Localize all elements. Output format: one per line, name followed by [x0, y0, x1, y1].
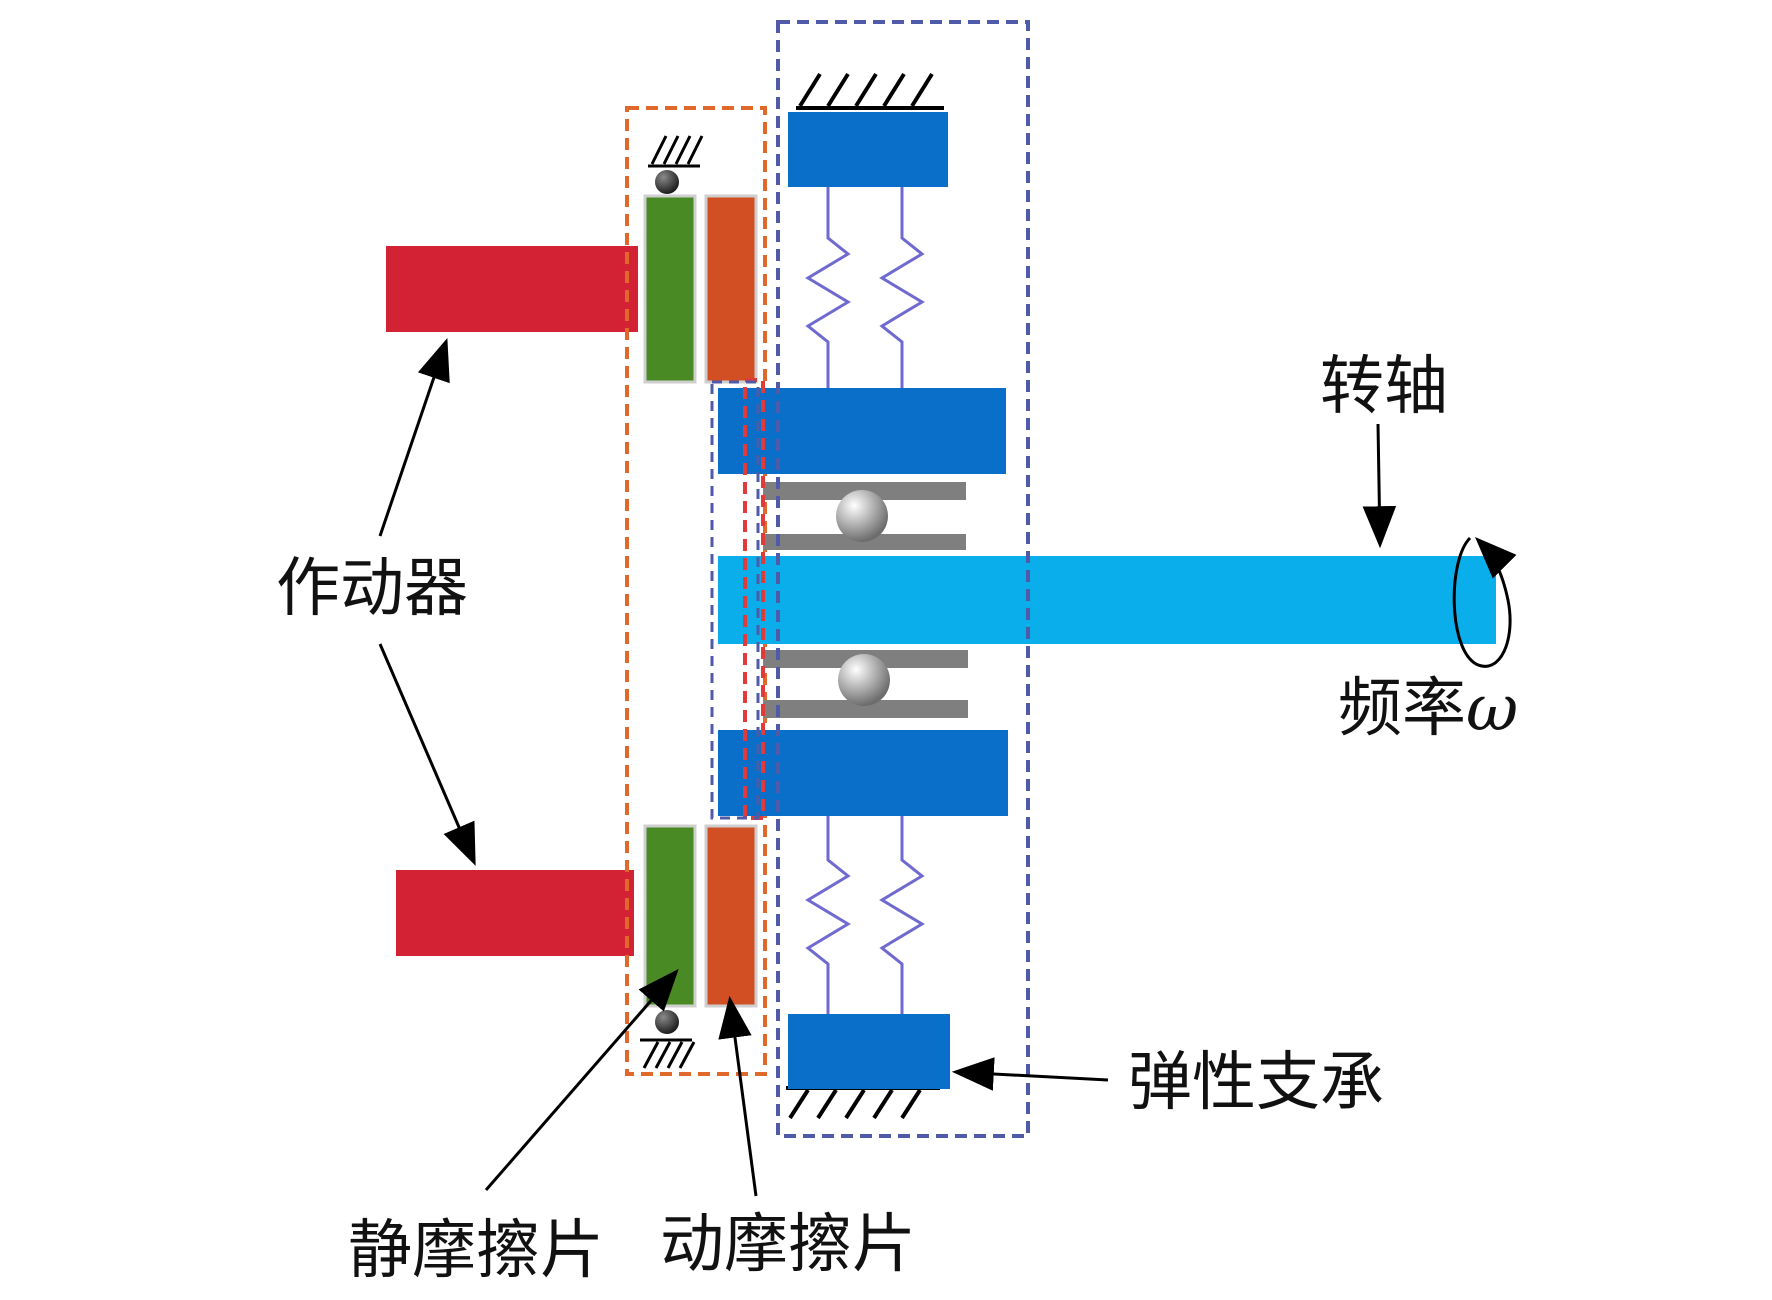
- bearing-ball-bottom: [838, 654, 890, 706]
- rotor-region-box: [710, 380, 760, 820]
- friction-assembly-box: [625, 106, 767, 1076]
- bearing-ball-top: [836, 490, 888, 542]
- static-plate-arrow: [484, 968, 679, 1191]
- shaft-label: 转轴: [1320, 350, 1448, 424]
- support-ground-top: [796, 72, 944, 110]
- actuator-arrow-top: [378, 338, 450, 537]
- frequency-text: 频率: [1338, 672, 1466, 746]
- elastic-support-arrow: [951, 1057, 1109, 1091]
- support-ground-bottom: [786, 1086, 940, 1120]
- actuator-label: 作动器: [276, 552, 468, 626]
- bearing-housing-top: [718, 388, 1006, 474]
- actuator-bottom: [396, 870, 634, 956]
- static-friction-plate-label: 静摩擦片: [348, 1214, 604, 1288]
- springs-top: [805, 187, 925, 388]
- dynamic-friction-plate-top: [704, 194, 758, 384]
- bearing-housing-bottom: [718, 730, 1008, 816]
- pivot-ground-top: [648, 135, 704, 194]
- actuator-top: [386, 246, 638, 332]
- elastic-support-box: [776, 20, 1030, 1138]
- static-friction-plate-top: [643, 194, 697, 384]
- actuator-arrow-bottom: [378, 643, 476, 866]
- dynamic-friction-plate-bottom: [704, 824, 758, 1008]
- dynamic-plate-arrow: [718, 995, 758, 1197]
- support-outer-block-bottom: [788, 1014, 950, 1089]
- shaft-arrow: [1362, 423, 1397, 549]
- pivot-ground-bottom: [640, 1010, 696, 1069]
- frequency-label: 频率ω: [1338, 672, 1518, 746]
- rotation-arrow: [1452, 536, 1517, 668]
- bearing-race-4: [764, 700, 968, 718]
- elastic-support-label: 弹性支承: [1128, 1046, 1384, 1120]
- bearing-race-2: [764, 534, 966, 550]
- frequency-symbol: ω: [1466, 672, 1518, 746]
- rotating-shaft: [718, 556, 1496, 644]
- dynamic-friction-plate-label: 动摩擦片: [660, 1208, 916, 1282]
- springs-bottom: [805, 816, 925, 1014]
- support-outer-block-top: [788, 112, 948, 187]
